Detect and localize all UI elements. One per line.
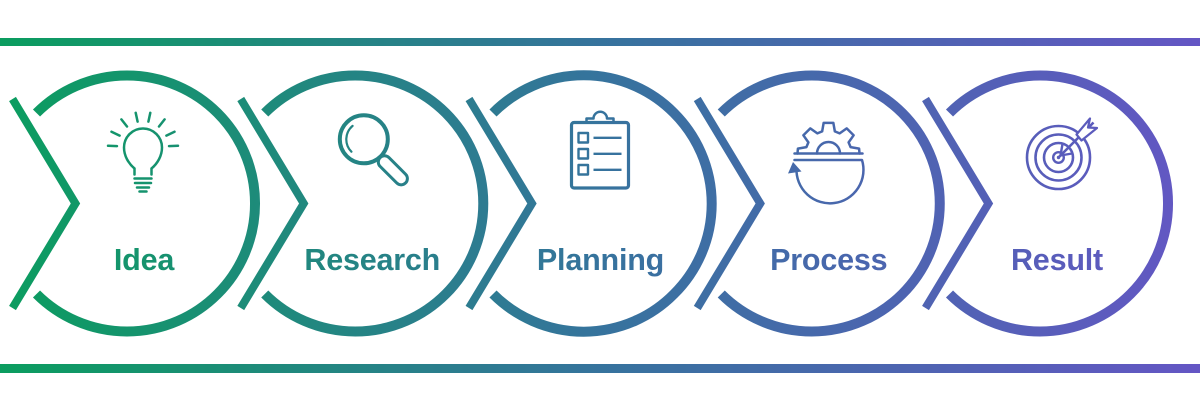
stage-circle xyxy=(489,70,717,337)
stage-circle xyxy=(261,70,489,337)
stage-label: Result xyxy=(1011,243,1103,277)
chevron-arrow-icon xyxy=(922,96,994,311)
lightbulb-icon xyxy=(106,111,180,193)
stage-planning: Planning xyxy=(465,70,717,337)
stage-research: Research xyxy=(237,70,489,337)
stage-label: Planning xyxy=(537,243,664,277)
stage-label: Process xyxy=(770,243,887,277)
stage-result: Result xyxy=(922,70,1174,337)
chevron-arrow-icon xyxy=(693,96,765,311)
chevron-arrow-icon xyxy=(9,96,81,311)
top-gradient-bar xyxy=(0,38,1200,46)
magnifying-glass-icon xyxy=(337,113,409,187)
stage-process: Process xyxy=(693,70,945,337)
stage-label: Research xyxy=(304,243,440,277)
stage-circle xyxy=(32,70,261,337)
chevron-arrow-icon xyxy=(237,96,309,311)
stage-label: Idea xyxy=(114,243,175,277)
clipboard-checklist-icon xyxy=(569,110,631,190)
stage-circle xyxy=(717,70,945,337)
target-arrow-icon xyxy=(1025,117,1099,191)
gear-cycle-icon xyxy=(788,121,865,205)
stage-idea: Idea xyxy=(9,70,261,337)
stage-circle xyxy=(945,70,1174,337)
chevron-arrow-icon xyxy=(465,96,537,311)
bottom-gradient-bar xyxy=(0,364,1200,373)
